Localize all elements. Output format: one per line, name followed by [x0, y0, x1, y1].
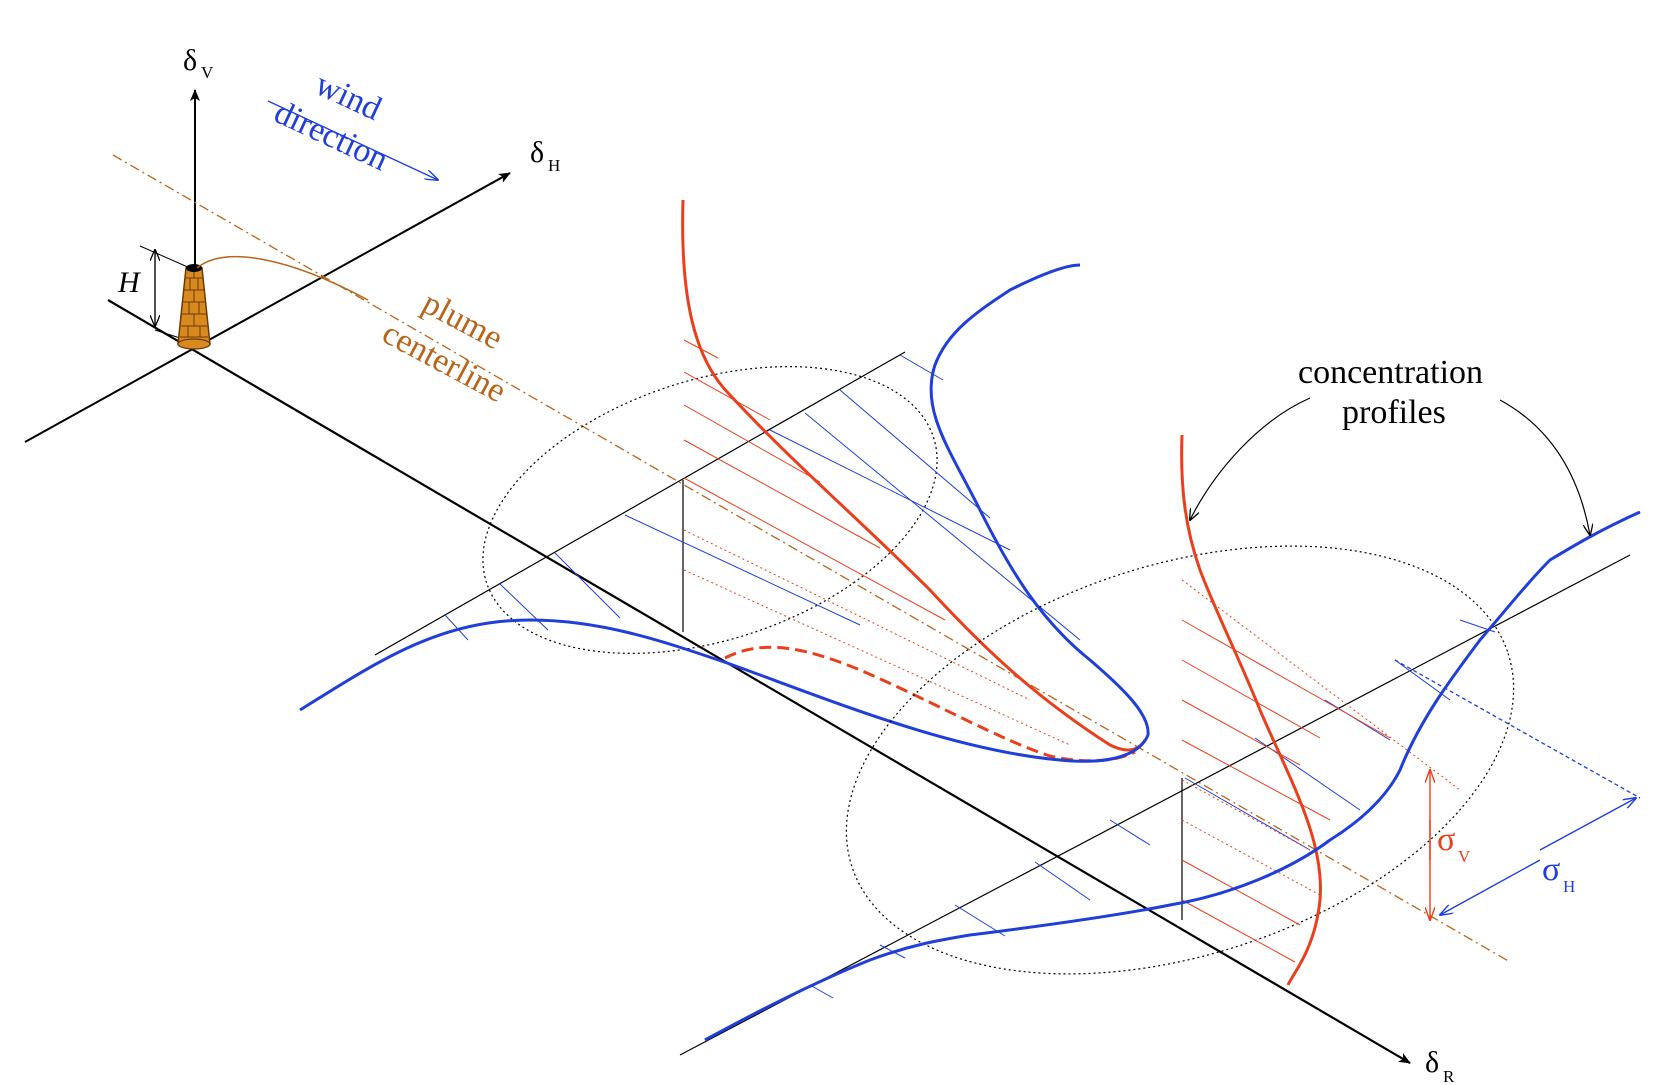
wind-direction-label: wind direction [269, 66, 394, 179]
sigma-h-reference-line [1394, 659, 1641, 799]
axis-label-range: δ R [1425, 1046, 1455, 1085]
cross-section-1-ellipse [482, 366, 938, 654]
wind-direction-arrow [267, 100, 438, 180]
concentration-pointer-left [1190, 397, 1311, 520]
cross-section-1 [299, 199, 1150, 763]
svg-text:V: V [1458, 847, 1471, 866]
svg-text:σ: σ [1437, 821, 1455, 858]
axes [24, 89, 1411, 1064]
sigma-h-arrow-a [1539, 798, 1636, 851]
cross-section-2 [679, 434, 1641, 1056]
cross-section-1-horizontal-axis [374, 351, 906, 656]
stack-height-label: H [117, 266, 142, 299]
stack-height-indicator: H [117, 245, 191, 339]
svg-text:H: H [1563, 877, 1575, 896]
horizontal-profile-1-curve [299, 263, 1150, 763]
svg-text:δ: δ [1425, 1046, 1439, 1079]
vertical-profile-1-ground-curve [724, 645, 1136, 763]
svg-text:profiles: profiles [1342, 394, 1446, 431]
svg-text:H: H [548, 156, 560, 175]
vertical-profile-1-curve [681, 199, 1147, 752]
svg-text:concentration: concentration [1298, 354, 1483, 391]
sigma-h-label: σ H [1542, 851, 1575, 896]
axis-range [107, 299, 1411, 1064]
horizontal-profile-2-curve [704, 510, 1641, 1042]
svg-text:δ: δ [183, 44, 197, 77]
svg-text:σ: σ [1542, 851, 1560, 888]
plume-rise-curve [196, 256, 369, 301]
svg-text:δ: δ [530, 136, 544, 169]
concentration-pointer-right [1499, 399, 1590, 535]
svg-text:R: R [1443, 1067, 1455, 1085]
horizontal-profile-2-hatching [809, 619, 1496, 999]
axis-label-horizontal: δ H [530, 136, 560, 175]
horizontal-profile-1-hatching [444, 354, 1081, 641]
plume-centerline [112, 154, 1511, 963]
vertical-profile-2-hatching [1181, 579, 1461, 963]
plume-centerline-label: plume centerline [376, 284, 512, 410]
smokestack-icon [177, 264, 211, 350]
axis-horizontal [24, 172, 511, 443]
svg-text:V: V [201, 63, 214, 82]
sigma-v-label: σ V [1437, 821, 1471, 866]
axis-label-vertical: δ V [183, 44, 214, 82]
cross-section-2-horizontal-axis [679, 554, 1631, 1056]
sigma-h-arrow-b [1440, 859, 1541, 915]
vertical-profile-1-hatching [683, 339, 1071, 746]
cross-section-2-ellipse [845, 545, 1515, 975]
vertical-profile-2-curve [1180, 434, 1322, 986]
concentration-profiles-label: concentration profiles [1298, 354, 1483, 431]
